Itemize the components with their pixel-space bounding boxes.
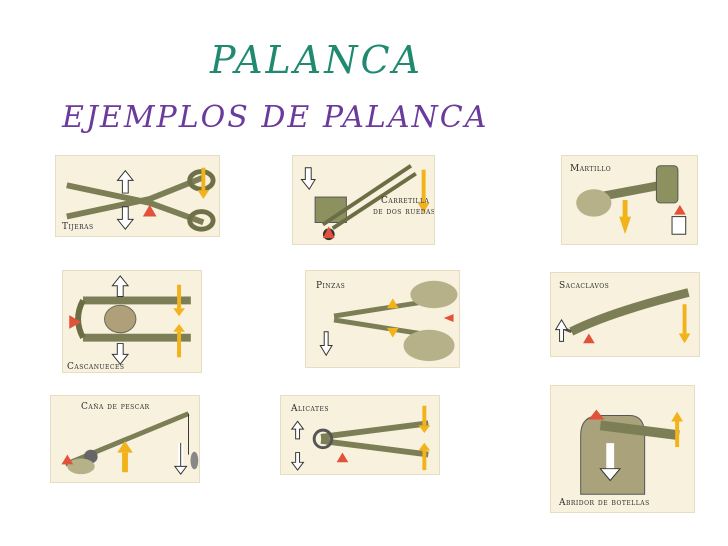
panel-sacaclavos: Sacaclavos <box>550 272 700 357</box>
fulcrum-triangle <box>142 204 157 217</box>
nutcracker-illustration <box>69 275 191 365</box>
scissors-illustration <box>66 167 216 232</box>
label-cascanueces: Cascanueces <box>67 362 125 372</box>
panel-abridor: Abridor de botellas <box>550 385 695 513</box>
tweezers-illustration <box>319 280 458 362</box>
label-carretilla-ruedas: de dos ruedas <box>373 207 435 217</box>
panel-carretilla: Carretilla de dos ruedas <box>292 155 435 245</box>
label-tijeras: Tijeras <box>62 222 94 232</box>
label-martillo: Martillo <box>570 164 612 174</box>
fishing-rod-illustration <box>61 411 199 475</box>
wheelbarrow-illustration <box>300 164 430 241</box>
page-title: PALANCA <box>210 38 423 82</box>
label-sacaclavos: Sacaclavos <box>559 281 610 291</box>
label-abridor: Abridor de botellas <box>559 498 650 508</box>
label-pinzas: Pinzas <box>316 281 346 291</box>
page-subtitle: EJEMPLOS DE PALANCA <box>62 100 489 135</box>
panel-cascanueces: Cascanueces <box>62 270 202 373</box>
hammer-illustration <box>576 165 687 235</box>
label-alicates: Alicates <box>291 404 329 414</box>
nail-puller-illustration <box>554 288 691 344</box>
label-cana: Caña de pescar <box>81 402 150 412</box>
panel-martillo: Martillo <box>561 155 698 245</box>
bottle-opener-illustration <box>580 409 684 495</box>
panel-tijeras: Tijeras <box>55 155 220 237</box>
panel-pinzas: Pinzas <box>305 270 460 368</box>
panel-alicates: Alicates <box>280 395 440 475</box>
panel-cana: Caña de pescar <box>50 395 200 483</box>
pliers-illustration <box>290 405 431 471</box>
label-carretilla: Carretilla <box>381 196 430 206</box>
